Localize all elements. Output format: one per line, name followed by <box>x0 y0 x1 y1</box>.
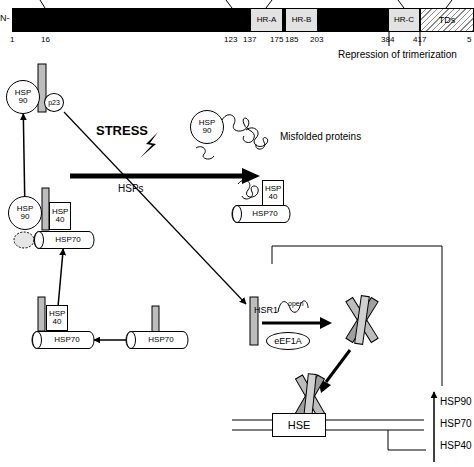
leader-line <box>446 0 452 8</box>
cylinder-end <box>35 232 44 249</box>
cycle-arrow <box>94 339 126 341</box>
chaperone-box: HSP 40 <box>262 180 284 206</box>
node-text: p23 <box>48 99 60 106</box>
hsf1-trimer <box>355 296 370 345</box>
node-text: HR-B <box>292 16 312 24</box>
chaperone-ellipse: HSP 90 <box>8 196 42 230</box>
chaperone-ellipse: HSP 90 <box>6 80 40 114</box>
feedback-line <box>272 246 442 386</box>
dna-strand <box>232 430 424 431</box>
node-text: HSP70 <box>252 210 277 218</box>
leader-line <box>40 0 45 8</box>
hsf1-trimer <box>304 374 317 419</box>
stress-arrow <box>70 174 244 179</box>
annotation-label: 16 <box>41 36 50 44</box>
annotation-label: 185 <box>285 36 298 44</box>
hsf1-monomer <box>250 297 258 345</box>
cylinder-body <box>232 206 290 223</box>
cylinder-end <box>127 332 136 349</box>
node-text: HSP70 <box>55 236 80 244</box>
hsf1-monomer <box>38 297 45 331</box>
cycle-arrow <box>23 114 24 196</box>
trimerization-arrow <box>262 322 322 325</box>
domain-box: HR-A <box>250 8 283 32</box>
annotation-label: 417 <box>413 36 426 44</box>
annotation-label: HSPs <box>118 184 144 194</box>
node-text: HR-A <box>257 16 277 24</box>
node-text: HSP 90 <box>14 89 32 105</box>
dna-element-box: HSE <box>272 413 326 437</box>
leader-line <box>266 0 272 8</box>
cochaperone-circle: p23 <box>44 93 64 112</box>
dna-strand <box>232 420 424 421</box>
chaperone-box: HSP 40 <box>49 202 71 230</box>
chaperone-ellipse: HSP 90 <box>190 110 224 144</box>
misfolded-protein <box>196 147 214 159</box>
cycle-arrow <box>58 249 63 305</box>
cylinder-body <box>34 232 94 249</box>
hsf1-monomer <box>152 306 159 332</box>
domain-box: TDs <box>420 8 474 32</box>
transcription-line <box>388 430 426 450</box>
chaperone-cylinder: HSP70 <box>232 205 290 223</box>
misfolded-protein <box>246 128 268 149</box>
arrow-head <box>320 317 332 329</box>
release-arrow <box>64 112 246 304</box>
leader-line <box>226 0 232 8</box>
hsf1-monomer <box>42 188 49 230</box>
annotation-label: STRESS <box>96 124 148 137</box>
node-text: HSP 40 <box>52 208 68 224</box>
annotation-label: HSR1 <box>254 306 278 315</box>
node-text: HSP 90 <box>198 119 216 135</box>
annotation-label: HSP70 <box>440 419 472 429</box>
node-text: HSP 40 <box>265 185 281 201</box>
annotation-label: 175 <box>270 36 283 44</box>
annotation-label: 203 <box>310 36 323 44</box>
leader-line <box>398 0 404 8</box>
node-text: HSE <box>288 420 311 431</box>
factor-ellipse: eEF1A <box>266 332 310 350</box>
domain-box: HR-B <box>285 8 318 32</box>
chaperone-cylinder: HSP70 <box>126 331 188 349</box>
cylinder-body <box>126 332 188 349</box>
node-text: HSP 40 <box>49 310 65 326</box>
misfolded-protein <box>238 180 258 199</box>
annotation-label: Repression of trimerization <box>338 50 457 60</box>
cylinder-end <box>33 332 42 349</box>
node-text: HSP70 <box>54 336 79 344</box>
arrow-head <box>242 168 260 184</box>
node-text: HSP70 <box>148 336 173 344</box>
node-text: HR-C <box>394 16 414 24</box>
hsr1-rna <box>278 301 308 312</box>
protein-bar <box>12 8 474 32</box>
induction-arrow <box>433 392 435 462</box>
node-text: eEF1A <box>274 337 302 346</box>
node-text: TDs <box>439 16 456 25</box>
annotation-label: open <box>288 300 304 307</box>
annotation-label: Misfolded proteins <box>280 132 361 142</box>
annotation-label: 384 <box>381 36 394 44</box>
annotation-label: 137 <box>243 36 256 44</box>
cylinder-body <box>32 332 94 349</box>
annotation-label: 1 <box>10 36 14 44</box>
annotation-label: HSP90 <box>440 397 472 407</box>
binding-arrow <box>326 350 350 382</box>
domain-box: HR-C <box>388 8 420 32</box>
chaperone-box: HSP 40 <box>46 305 68 331</box>
misfolded-protein <box>14 232 34 248</box>
chaperone-cylinder: HSP70 <box>32 331 94 349</box>
annotation-label: N- <box>0 14 10 23</box>
node-text: HSP 90 <box>16 205 34 221</box>
chaperone-cylinder: HSP70 <box>34 231 94 249</box>
annotation-label: 123 <box>224 36 237 44</box>
annotation-label: HSP40 <box>440 441 472 451</box>
annotation-label: 5 <box>467 36 471 44</box>
cylinder-end <box>233 206 242 223</box>
